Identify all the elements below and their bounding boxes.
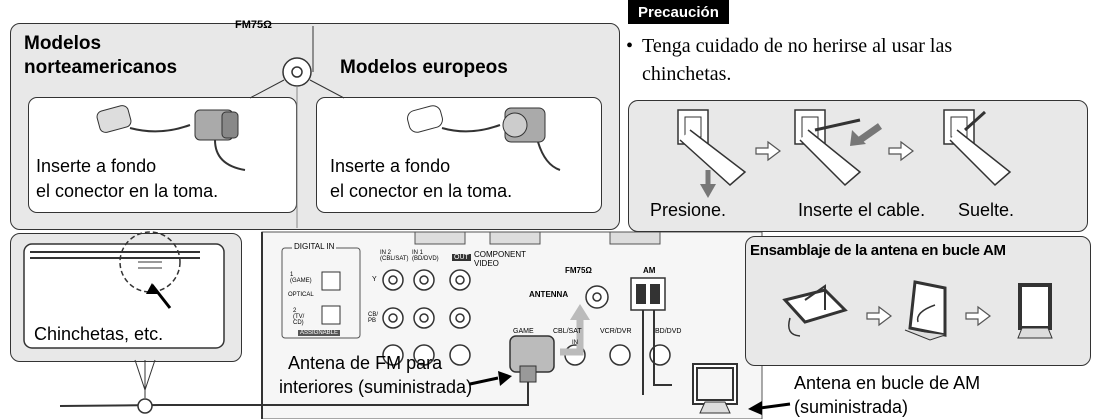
optical-jack — [321, 271, 341, 291]
optical-label: OPTICAL — [288, 292, 314, 298]
in2-label: IN 2 (CBL/SAT) — [380, 250, 409, 262]
in-label: IN — [572, 340, 578, 346]
am-loop-caption-2: (suministrada) — [794, 397, 909, 417]
step-insert-drawing — [794, 109, 883, 187]
caution-text-2: chinchetas. — [642, 63, 732, 85]
antenna-label: ANTENNA — [529, 290, 569, 299]
insert-arrow — [560, 318, 584, 356]
north-american-panel — [28, 97, 297, 213]
cbl-sat-label: CBL/SAT — [553, 328, 582, 335]
caution-header: Precaución — [628, 0, 729, 24]
digital-in-label: DIGITAL IN — [292, 242, 337, 251]
assembly-arrow — [965, 305, 991, 327]
step-arrow — [755, 140, 781, 162]
fm-indoor-antenna-plug — [509, 335, 555, 383]
step-release-drawing — [943, 109, 1012, 187]
in1-label: IN 1 (BD/DVD) — [412, 250, 439, 262]
tv-cd-label: 2 (TV/ CD) — [293, 308, 305, 326]
european-caption-2: el conector en la toma. — [330, 181, 513, 201]
receiver-panel — [261, 231, 763, 419]
north-american-connector — [96, 105, 246, 171]
bd-dvd-label: BD/DVD — [655, 328, 682, 335]
am-stand-folded — [782, 284, 848, 337]
fm-indoor-caption-1: Antena de FM para — [288, 353, 443, 373]
fm-antenna-wire — [59, 382, 529, 407]
north-american-caption-1: Inserte a fondo — [36, 156, 157, 176]
y-label: Y — [372, 276, 377, 283]
am-assembly-title: Ensamblaje de la antena en bucle AM — [750, 242, 1006, 259]
european-title: Modelos europeos — [340, 57, 508, 78]
european-panel — [316, 97, 602, 213]
step-insert-label: Inserte el cable. — [798, 200, 926, 220]
step-press-drawing — [677, 109, 747, 198]
north-american-title-2: norteamericanos — [24, 57, 178, 78]
fm75-label: FM75Ω — [235, 19, 272, 31]
fm75-panel-label: FM75Ω — [563, 266, 594, 275]
fm-indoor-caption-2: interiores (suministrada) — [279, 377, 473, 397]
component-jacks — [382, 269, 471, 366]
game-jack-label: GAME — [513, 328, 534, 335]
am-loop-caption-1: Antena en bucle de AM — [794, 373, 981, 393]
am-panel-label: AM — [641, 266, 658, 275]
european-caption-1: Inserte a fondo — [330, 156, 451, 176]
north-american-title-1: Modelos — [24, 33, 102, 54]
optical-jack — [321, 305, 341, 325]
step-release-label: Suelte. — [958, 200, 1015, 220]
am-loop-antenna — [692, 363, 738, 414]
component-video-label: COMPONENT VIDEO — [474, 250, 526, 268]
vcr-dvr-label: VCR/DVR — [600, 328, 632, 335]
pin-circle — [119, 231, 181, 293]
panel-top-jack — [609, 231, 661, 245]
game-label: 1 (GAME) — [290, 272, 312, 284]
caution-text-1: Tenga cuidado de no herirse al usar las — [642, 35, 953, 57]
out-label: OUT — [452, 254, 471, 261]
pointer-arrow — [469, 376, 499, 386]
panel-top-jack — [489, 231, 541, 245]
panel-top-jack — [414, 231, 466, 245]
am-stand-rotating — [904, 280, 947, 341]
cb-pb-label: CB/ PB — [368, 312, 379, 324]
caution-bullet: • — [626, 35, 634, 57]
step-arrow — [888, 140, 914, 162]
step-press-label: Presione. — [650, 200, 727, 220]
pins-label: Chinchetas, etc. — [34, 324, 164, 344]
assignable-label: ASSIGNABLE — [298, 330, 341, 336]
am-stand-assembled — [1017, 283, 1053, 339]
north-american-caption-2: el conector en la toma. — [36, 181, 219, 201]
assembly-arrow — [866, 305, 892, 327]
pointer-arrow — [759, 402, 791, 410]
european-connector — [407, 105, 561, 171]
